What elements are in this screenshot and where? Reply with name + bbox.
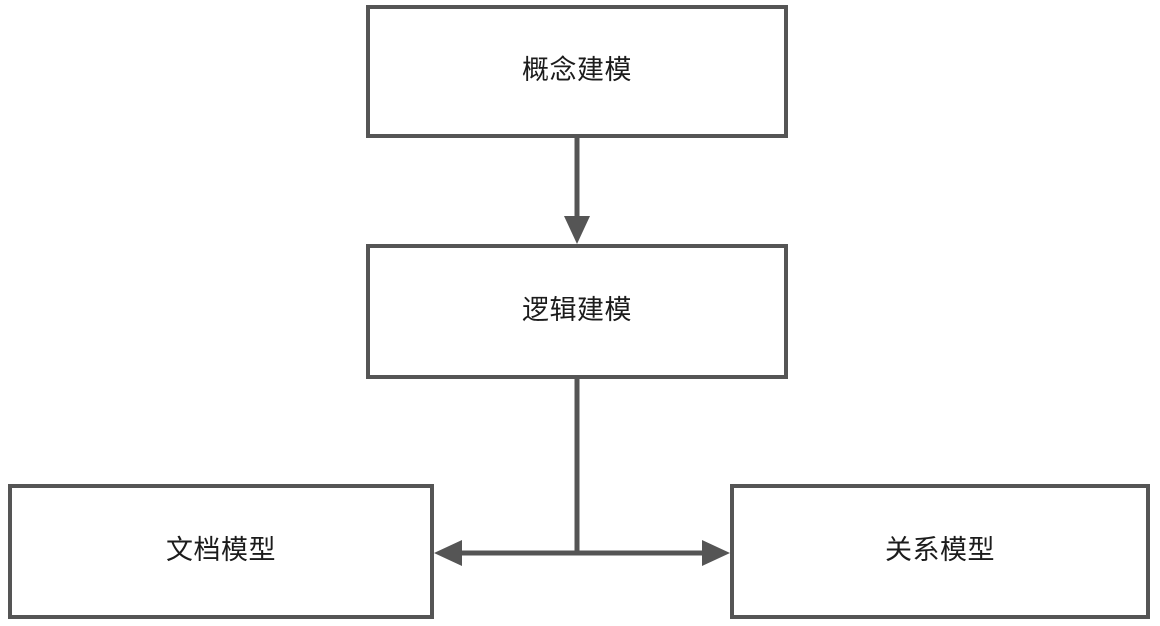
- arrowhead-right-icon: [702, 540, 730, 566]
- node-label-document-model: 文档模型: [166, 535, 276, 567]
- node-label-logical-modeling: 逻辑建模: [522, 295, 632, 327]
- node-logical-modeling[interactable]: 逻辑建模: [366, 244, 788, 379]
- arrowhead-down-icon: [564, 216, 590, 244]
- node-relational-model[interactable]: 关系模型: [730, 484, 1150, 619]
- node-conceptual-modeling[interactable]: 概念建模: [366, 5, 788, 138]
- node-label-relational-model: 关系模型: [885, 535, 995, 567]
- arrowhead-left-icon: [434, 540, 462, 566]
- node-label-conceptual-modeling: 概念建模: [522, 55, 632, 87]
- edge-document-relational-link: [434, 540, 730, 566]
- node-document-model[interactable]: 文档模型: [8, 484, 434, 619]
- edge-conceptual-to-logical: [564, 137, 590, 244]
